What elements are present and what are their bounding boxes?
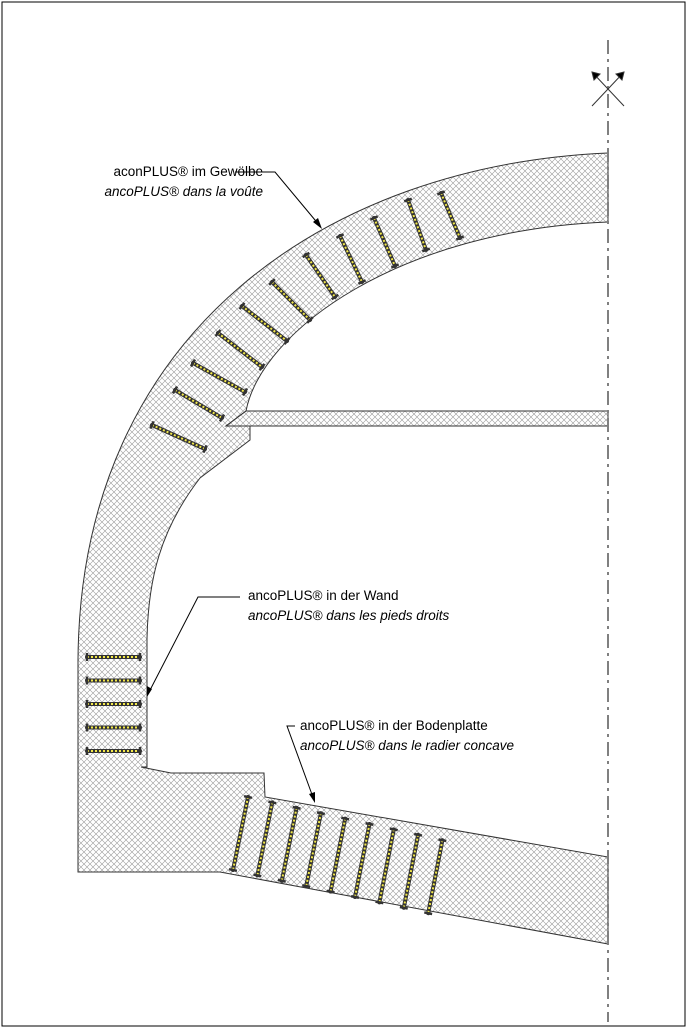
axis-symbol-icon xyxy=(591,71,625,107)
anchor-invert xyxy=(350,821,374,900)
anchor-invert xyxy=(326,816,350,894)
tunnel-lining xyxy=(77,152,609,945)
label-invert-fr: ancoPLUS® dans le radier concave xyxy=(300,738,515,753)
leader-vault xyxy=(235,171,321,227)
leader-wall xyxy=(147,596,240,695)
label-wall-fr: ancoPLUS® dans les pieds droits xyxy=(248,608,450,623)
anchor-vault xyxy=(335,233,367,285)
anchor-invert xyxy=(375,827,398,905)
label-invert: ancoPLUS® in der Bodenplatte ancoPLUS® d… xyxy=(300,716,514,756)
anchor-wall xyxy=(85,723,142,732)
anchor-invert xyxy=(424,838,447,916)
anchor-vault xyxy=(189,358,249,397)
anchor-vault xyxy=(171,385,226,423)
leader-lines xyxy=(147,171,321,801)
anchor-vault xyxy=(149,420,208,454)
label-vault-fr: ancoPLUS® dans la voûte xyxy=(104,184,263,199)
anchor-vault xyxy=(214,329,266,371)
anchor-vault xyxy=(238,302,291,345)
anchor-vault xyxy=(403,197,431,253)
label-invert-de: ancoPLUS® in der Bodenplatte xyxy=(300,718,488,733)
label-wall-de: ancoPLUS® in der Wand xyxy=(248,588,399,603)
anchor-invert xyxy=(228,794,253,873)
anchor-invert xyxy=(277,805,301,883)
label-wall: ancoPLUS® in der Wand ancoPLUS® dans les… xyxy=(248,586,449,626)
anchor-invert xyxy=(302,811,326,889)
anchor-invert xyxy=(399,832,423,910)
anchor-vault xyxy=(369,215,400,269)
leader-invert xyxy=(286,725,315,801)
anchor-vault xyxy=(268,278,314,324)
label-vault: aconPLUS® im Gewölbe ancoPLUS® dans la v… xyxy=(100,162,263,202)
anchor-vault xyxy=(436,190,465,241)
label-vault-de: aconPLUS® im Gewölbe xyxy=(113,164,263,179)
anchor-wall xyxy=(85,653,142,661)
leader-arrowheads xyxy=(147,218,322,803)
anchor-invert xyxy=(253,800,277,878)
anchor-wall xyxy=(85,676,142,685)
anchor-wall xyxy=(85,700,142,708)
anchor-wall xyxy=(85,747,142,755)
anchor-vault xyxy=(301,251,340,301)
intermediate-slab xyxy=(224,410,609,427)
